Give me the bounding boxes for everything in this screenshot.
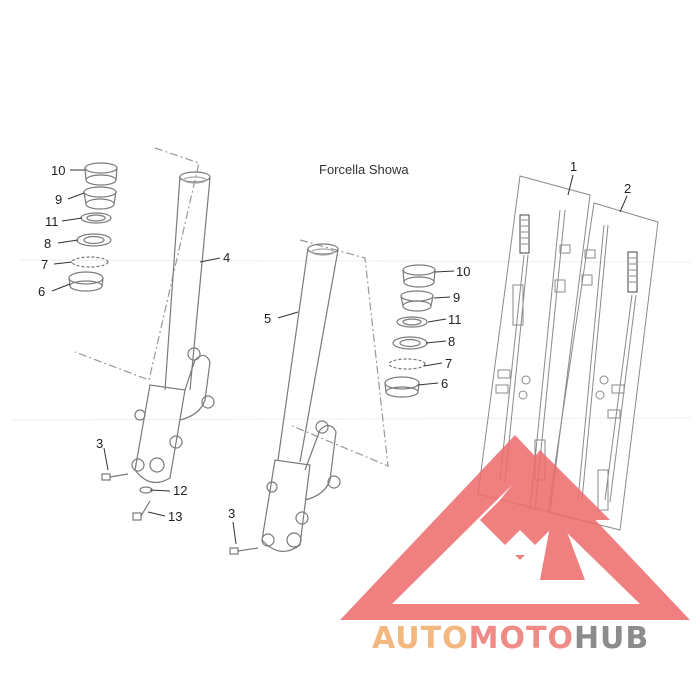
label-left-11: 11 [45,214,59,229]
left-leaders [51,169,221,517]
center-fork-tube [277,247,339,463]
label-left-8: 8 [44,236,51,251]
label-right-2: 2 [624,181,631,196]
left-bolt-3 [101,473,129,481]
panel-2 [547,202,659,531]
diagram-title: Forcella Showa [319,162,409,177]
label-center-11: 11 [448,312,462,327]
watermark-auto: AUTO [372,621,469,656]
label-left-3: 3 [96,436,103,451]
left-fork-assembly [68,147,215,521]
left-seal-stack [68,162,118,292]
label-center-7: 7 [445,356,452,371]
center-tube-top [307,243,339,255]
label-center-10: 10 [456,264,470,279]
center-slider-body [261,459,311,552]
left-slider-body [134,384,186,484]
background-texture [9,259,691,421]
label-left-6: 6 [38,284,45,299]
label-center-3: 3 [228,506,235,521]
center-leaders [232,270,455,545]
watermark-logo-icon [340,435,690,620]
label-center-9: 9 [453,290,460,305]
label-left-13: 13 [168,509,182,524]
center-labels: 5 3 10 9 11 8 7 6 [228,264,470,521]
left-fork-tube [164,175,211,391]
panel-2-internals [577,224,638,511]
watermark-text: AUTOMOTOHUB [372,621,649,656]
label-center-5: 5 [264,311,271,326]
center-guide-dashed [289,239,389,467]
left-bolt-13 [132,500,151,521]
center-fork-assembly [229,239,436,555]
center-bolt-3 [229,547,259,555]
label-left-7: 7 [41,257,48,272]
label-right-1: 1 [570,159,577,174]
center-seal-stack [384,264,436,398]
label-left-9: 9 [55,192,62,207]
label-center-8: 8 [448,334,455,349]
label-left-10: 10 [51,163,65,178]
label-left-12: 12 [173,483,187,498]
left-guide-dashed [74,147,200,381]
left-labels: 10 9 11 8 7 6 4 3 12 13 [38,163,230,524]
left-tube-top [179,171,211,183]
label-left-4: 4 [223,250,230,265]
label-center-6: 6 [441,376,448,391]
svg-text:AUTOMOTOHUB: AUTOMOTOHUB [372,621,649,656]
right-leaders [567,174,628,213]
watermark-moto: MOTO [469,621,574,656]
watermark-hub: HUB [574,621,649,656]
right-labels: 1 2 [570,159,631,196]
